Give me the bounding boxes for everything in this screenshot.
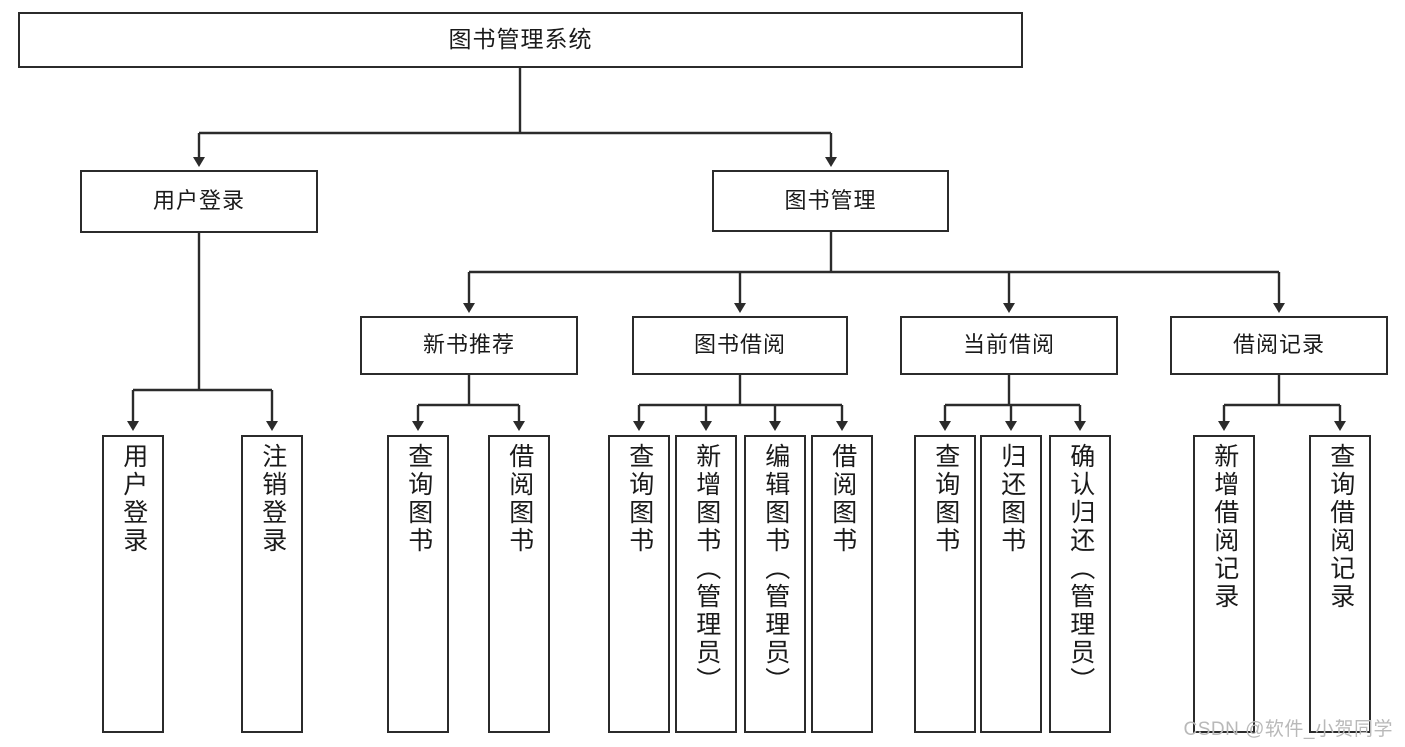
leaf-logout[interactable]: 注销登录 [241, 435, 303, 733]
leaf-return-book[interactable]: 归还图书 [980, 435, 1042, 733]
node-label: 图书管理 [784, 187, 877, 213]
leaf-add-borrow-record[interactable]: 新增借阅记录 [1193, 435, 1255, 733]
node-borrow-record[interactable]: 借阅记录 [1170, 316, 1388, 375]
leaf-query-book-recommend[interactable]: 查询图书 [387, 435, 449, 733]
leaf-label: 借阅图书 [505, 443, 534, 555]
node-label: 当前借阅 [962, 332, 1055, 358]
leaf-label: 借阅图书 [828, 443, 857, 555]
node-user-login[interactable]: 用户登录 [80, 170, 318, 233]
node-current-borrow[interactable]: 当前借阅 [900, 316, 1118, 375]
leaf-label: 新增借阅记录 [1210, 443, 1239, 611]
node-label: 图书借阅 [693, 332, 786, 358]
leaf-label: 用户登录 [119, 443, 148, 555]
node-book-borrow[interactable]: 图书借阅 [632, 316, 848, 375]
leaf-edit-book-admin[interactable]: 编辑图书（管理员） [744, 435, 806, 733]
leaf-label: 查询借阅记录 [1326, 443, 1355, 611]
leaf-borrow-book-recommend[interactable]: 借阅图书 [488, 435, 550, 733]
leaf-label: 编辑图书（管理员） [761, 443, 790, 695]
node-root-book-management-system[interactable]: 图书管理系统 [18, 12, 1023, 68]
node-book-management[interactable]: 图书管理 [712, 170, 949, 232]
leaf-confirm-return-admin[interactable]: 确认归还（管理员） [1049, 435, 1111, 733]
leaf-label: 归还图书 [997, 443, 1026, 555]
leaf-query-book-borrow[interactable]: 查询图书 [608, 435, 670, 733]
node-label: 图书管理系统 [448, 26, 593, 53]
watermark: CSDN @软件_小贺同学 [1183, 719, 1393, 740]
leaf-query-book-current[interactable]: 查询图书 [914, 435, 976, 733]
node-label: 新书推荐 [422, 332, 515, 358]
leaf-label: 查询图书 [931, 443, 960, 555]
node-label: 用户登录 [152, 188, 245, 214]
leaf-add-book-admin[interactable]: 新增图书（管理员） [675, 435, 737, 733]
leaf-borrow-book[interactable]: 借阅图书 [811, 435, 873, 733]
leaf-label: 查询图书 [625, 443, 654, 555]
leaf-label: 确认归还（管理员） [1066, 443, 1095, 695]
leaf-label: 新增图书（管理员） [692, 443, 721, 695]
leaf-user-login[interactable]: 用户登录 [102, 435, 164, 733]
leaf-query-borrow-record[interactable]: 查询借阅记录 [1309, 435, 1371, 733]
leaf-label: 注销登录 [258, 443, 287, 555]
node-new-book-recommendation[interactable]: 新书推荐 [360, 316, 578, 375]
leaf-label: 查询图书 [404, 443, 433, 555]
node-label: 借阅记录 [1232, 332, 1325, 358]
